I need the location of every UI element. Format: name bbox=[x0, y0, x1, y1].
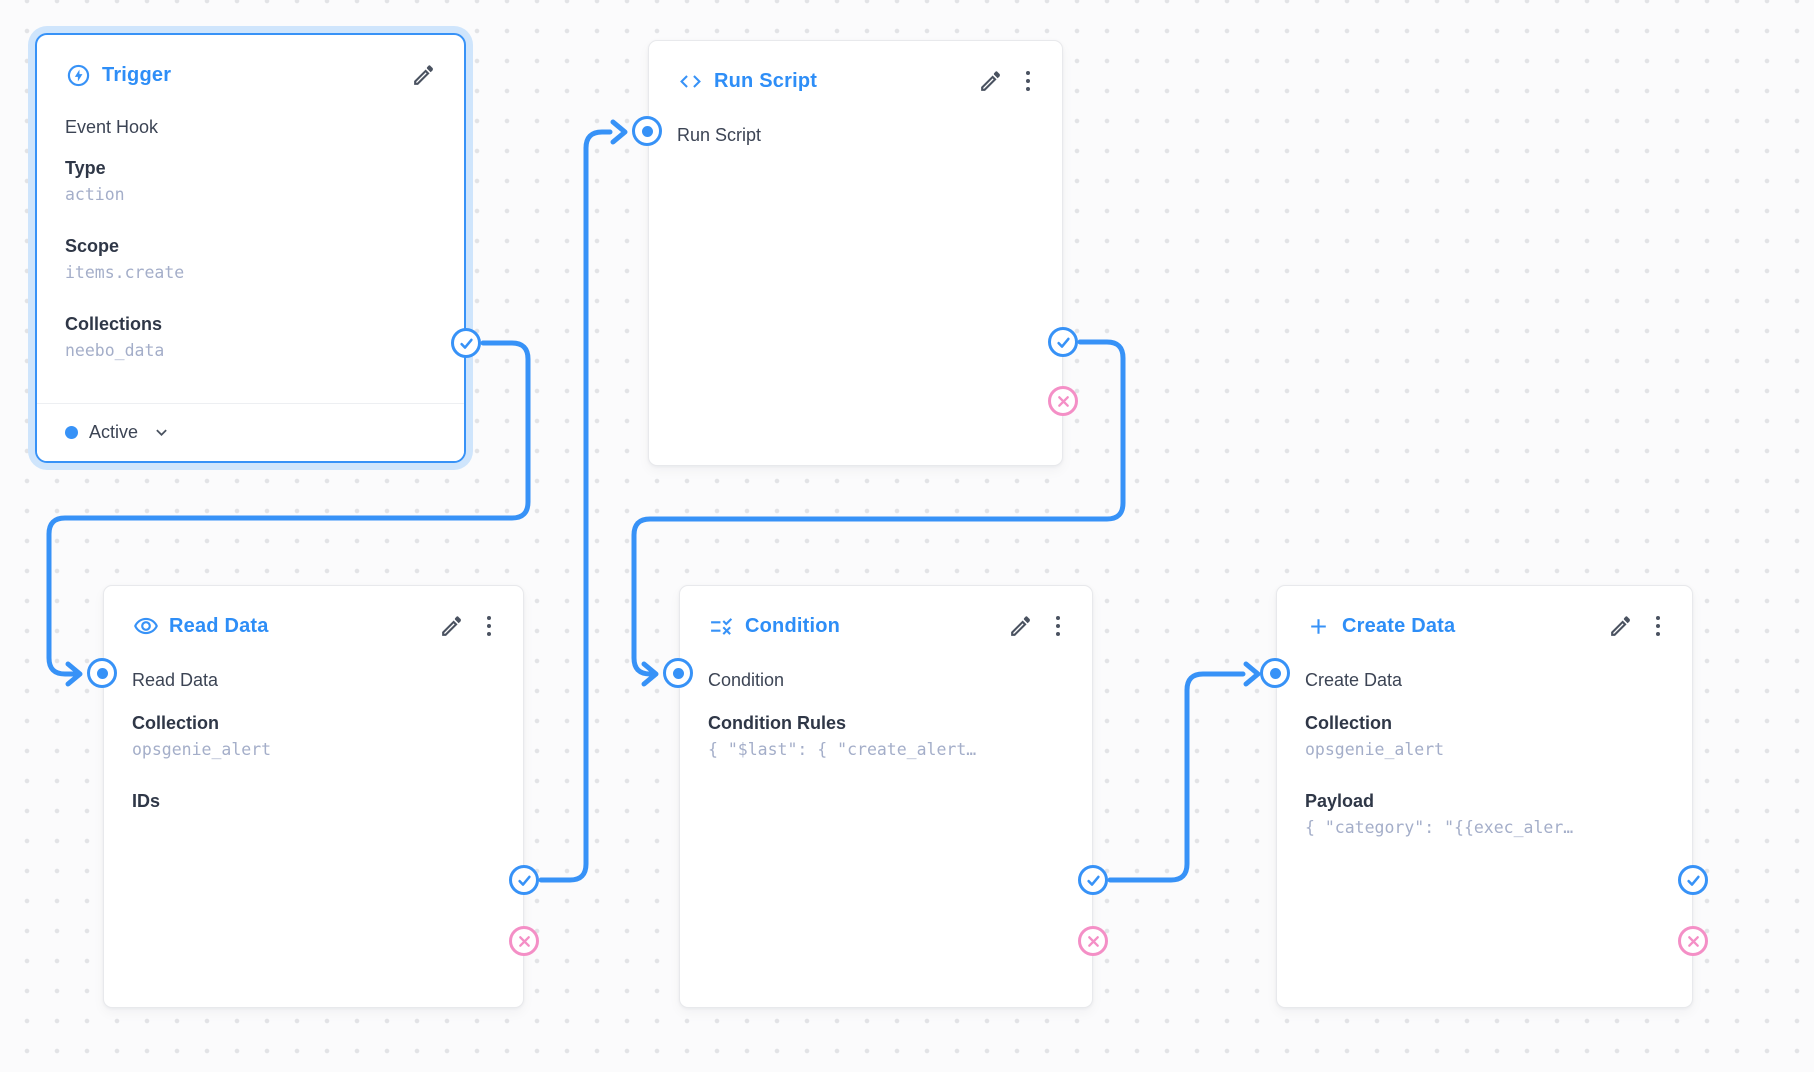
field-label: Collection bbox=[132, 713, 220, 733]
plus-icon bbox=[1305, 613, 1332, 640]
node-trigger[interactable]: Trigger Event Hook Type action Scope ite… bbox=[35, 33, 466, 463]
check-icon bbox=[1686, 875, 1700, 886]
edit-icon[interactable] bbox=[1608, 613, 1634, 639]
field-value: { "category": "{{exec_aler… bbox=[1305, 818, 1574, 837]
kebab-menu-icon[interactable] bbox=[1022, 69, 1035, 94]
edit-icon[interactable] bbox=[410, 62, 436, 88]
check-icon bbox=[459, 338, 473, 349]
create-data-reject-port[interactable] bbox=[1678, 926, 1708, 956]
condition-reject-port[interactable] bbox=[1078, 926, 1108, 956]
read-data-header: Read Data bbox=[132, 610, 495, 642]
x-icon bbox=[1087, 935, 1099, 947]
field-value: items.create bbox=[65, 263, 185, 282]
x-icon bbox=[518, 935, 530, 947]
condition-input-port[interactable] bbox=[663, 658, 693, 688]
check-icon bbox=[1056, 337, 1070, 348]
wire-arrow-create-data bbox=[1243, 661, 1261, 687]
node-condition[interactable]: Condition Condition Condition Rules { "$… bbox=[679, 585, 1093, 1008]
port-pin bbox=[96, 667, 108, 679]
input-label: Create Data bbox=[1305, 670, 1403, 690]
node-title: Read Data bbox=[169, 614, 269, 637]
field-value: { "$last": { "create_alert… bbox=[708, 740, 977, 759]
run-script-input-port[interactable] bbox=[632, 116, 662, 146]
run-script-resolve-port[interactable] bbox=[1048, 327, 1078, 357]
code-icon bbox=[677, 68, 704, 95]
trigger-type: Event Hook bbox=[65, 117, 159, 137]
create-data-header: Create Data bbox=[1305, 610, 1664, 642]
rule-icon bbox=[708, 613, 735, 640]
node-read-data[interactable]: Read Data Read Data Collection opsgenie_… bbox=[103, 585, 524, 1008]
kebab-menu-icon[interactable] bbox=[1652, 614, 1665, 639]
field-value: opsgenie_alert bbox=[1305, 740, 1445, 759]
field-value: neebo_data bbox=[65, 341, 165, 360]
edit-icon[interactable] bbox=[1008, 613, 1034, 639]
field-label: Type bbox=[65, 158, 106, 178]
read-data-input-port[interactable] bbox=[87, 658, 117, 688]
field-label: Collections bbox=[65, 314, 163, 334]
status-active-dot bbox=[65, 426, 78, 439]
status-label: Active bbox=[89, 422, 139, 442]
read-data-reject-port[interactable] bbox=[509, 926, 539, 956]
node-run-script[interactable]: Run Script Run Script bbox=[648, 40, 1063, 466]
trigger-status-dropdown[interactable]: Active bbox=[37, 403, 464, 461]
node-title: Create Data bbox=[1342, 614, 1456, 637]
run-script-reject-port[interactable] bbox=[1048, 386, 1078, 416]
input-label: Condition bbox=[708, 670, 785, 690]
node-title: Run Script bbox=[714, 69, 818, 92]
create-data-resolve-port[interactable] bbox=[1678, 865, 1708, 895]
condition-resolve-port[interactable] bbox=[1078, 865, 1108, 895]
read-data-resolve-port[interactable] bbox=[509, 865, 539, 895]
port-pin bbox=[641, 125, 653, 137]
node-title: Trigger bbox=[102, 63, 172, 86]
input-label: Read Data bbox=[132, 670, 219, 690]
field-value: opsgenie_alert bbox=[132, 740, 272, 759]
wire-arrow-condition bbox=[641, 661, 659, 687]
x-icon bbox=[1687, 935, 1699, 947]
field-label: Scope bbox=[65, 236, 120, 256]
node-title: Condition bbox=[745, 614, 841, 637]
field-label: IDs bbox=[132, 791, 161, 811]
condition-header: Condition bbox=[708, 610, 1064, 642]
input-label: Run Script bbox=[677, 125, 762, 145]
check-icon bbox=[517, 875, 531, 886]
field-label: Payload bbox=[1305, 791, 1375, 811]
field-label: Collection bbox=[1305, 713, 1393, 733]
edit-icon[interactable] bbox=[439, 613, 465, 639]
port-pin bbox=[1269, 667, 1281, 679]
field-value: action bbox=[65, 185, 125, 204]
kebab-menu-icon[interactable] bbox=[1052, 614, 1065, 639]
trigger-resolve-port[interactable] bbox=[451, 328, 481, 358]
x-icon bbox=[1057, 395, 1069, 407]
field-label: Condition Rules bbox=[708, 713, 846, 733]
wire-arrow-run-script bbox=[610, 119, 628, 145]
trigger-header: Trigger bbox=[65, 59, 436, 91]
chevron-down-icon bbox=[151, 422, 172, 443]
node-create-data[interactable]: Create Data Create Data Collection opsge… bbox=[1276, 585, 1693, 1008]
wire-condition-to-create-data bbox=[1107, 671, 1246, 883]
port-pin bbox=[672, 667, 684, 679]
wire-arrow-read-data bbox=[65, 661, 83, 687]
check-icon bbox=[1086, 875, 1100, 886]
wire-read-data-to-run-script bbox=[538, 129, 613, 883]
eye-icon bbox=[132, 613, 159, 640]
create-data-input-port[interactable] bbox=[1260, 658, 1290, 688]
kebab-menu-icon[interactable] bbox=[483, 614, 496, 639]
bolt-icon bbox=[65, 62, 92, 89]
run-script-header: Run Script bbox=[677, 65, 1034, 97]
edit-icon[interactable] bbox=[978, 68, 1004, 94]
